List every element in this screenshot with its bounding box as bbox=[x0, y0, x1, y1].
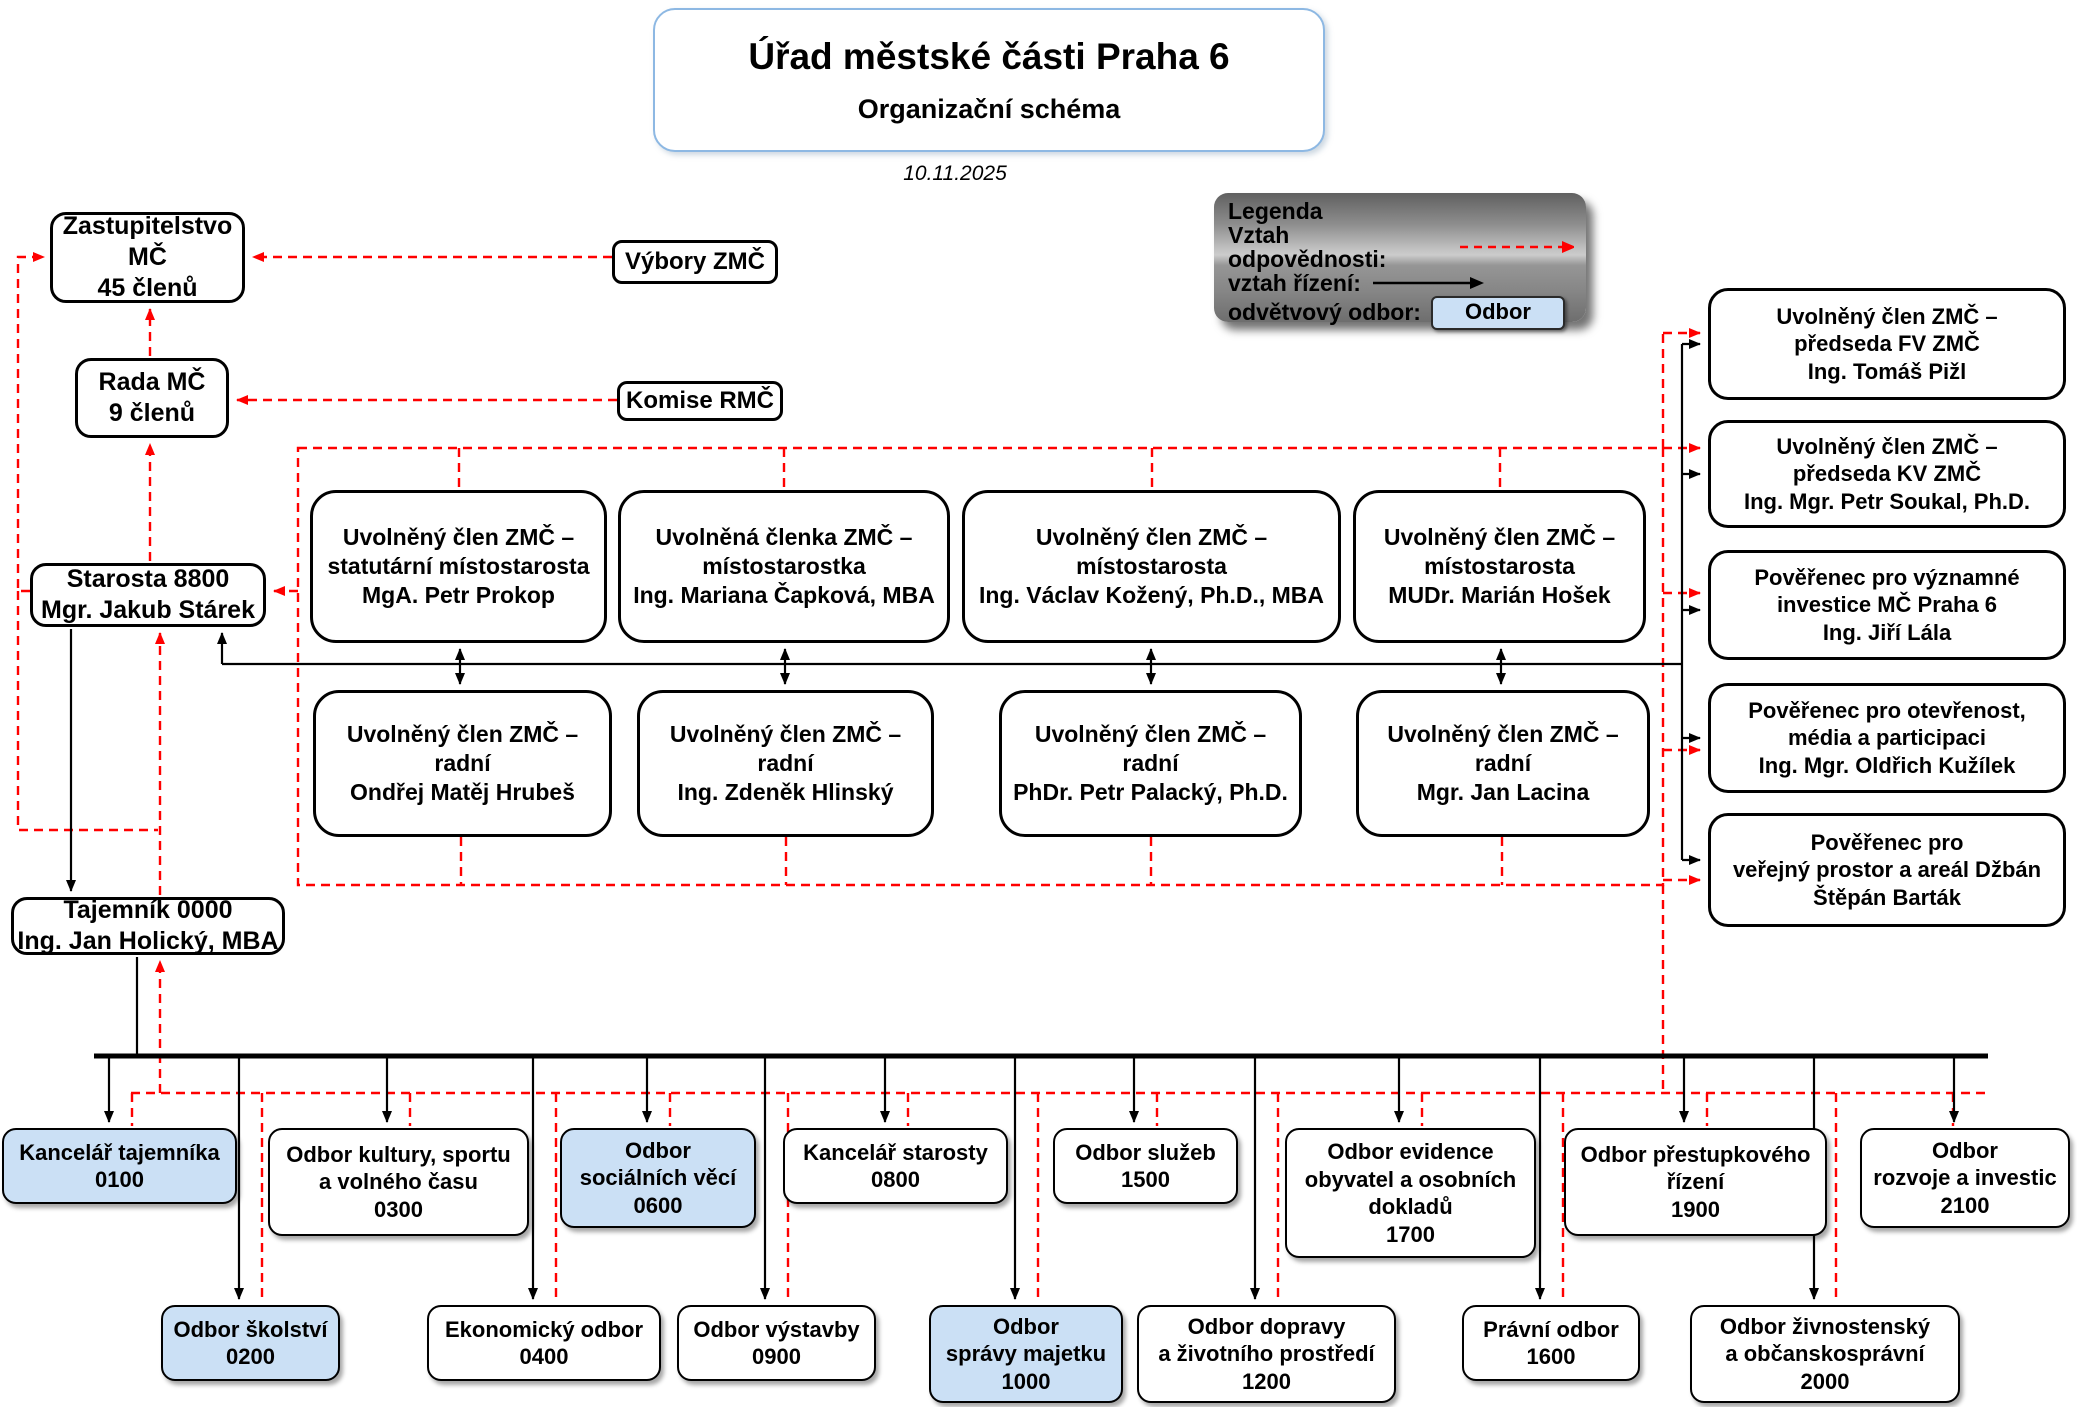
node-predseda-kv: Uvolněný člen ZMČ – předseda KV ZMČ Ing.… bbox=[1708, 420, 2066, 528]
node-dept-0600: Odbor sociálních věcí 0600 bbox=[560, 1128, 756, 1228]
page-subtitle: Organizační schéma bbox=[857, 93, 1121, 124]
node-vybory-zmc: Výbory ZMČ bbox=[612, 240, 778, 284]
node-radni-hlinsky: Uvolněný člen ZMČ – radní Ing. Zdeněk Hl… bbox=[637, 690, 934, 837]
node-dept-0100: Kancelář tajemníka 0100 bbox=[2, 1128, 237, 1204]
node-dept-0400: Ekonomický odbor 0400 bbox=[427, 1305, 661, 1381]
node-dept-1000: Odbor správy majetku 1000 bbox=[929, 1305, 1123, 1403]
node-predseda-fv: Uvolněný člen ZMČ – předseda FV ZMČ Ing.… bbox=[1708, 288, 2066, 400]
red-dashed-arrow-sample bbox=[1459, 241, 1574, 254]
node-dept-1700: Odbor evidence obyvatel a osobních dokla… bbox=[1285, 1128, 1536, 1258]
node-mistostarostka-capkova: Uvolněná členka ZMČ – místostarostka Ing… bbox=[618, 490, 950, 643]
node-starosta: Starosta 8800 Mgr. Jakub Stárek bbox=[30, 563, 266, 627]
node-radni-hrubes: Uvolněný člen ZMČ – radní Ondřej Matěj H… bbox=[313, 690, 612, 837]
node-dept-1500: Odbor služeb 1500 bbox=[1053, 1128, 1238, 1204]
page-title: Úřad městské části Praha 6 bbox=[748, 35, 1230, 77]
node-radni-lacina: Uvolněný člen ZMČ – radní Mgr. Jan Lacin… bbox=[1356, 690, 1650, 837]
node-dept-2100: Odbor rozvoje a investic 2100 bbox=[1860, 1128, 2070, 1228]
node-dept-2000: Odbor živnostenský a občanskosprávní 200… bbox=[1690, 1305, 1960, 1403]
node-dept-0300: Odbor kultury, sportu a volného času 030… bbox=[268, 1128, 529, 1236]
node-dept-0200: Odbor školství 0200 bbox=[161, 1305, 340, 1381]
node-poverenec-prostor: Pověřenec pro veřejný prostor a areál Dž… bbox=[1708, 813, 2066, 927]
node-dept-0800: Kancelář starosty 0800 bbox=[783, 1128, 1008, 1204]
legend-responsibility-label: Vztah odpovědnosti: bbox=[1228, 222, 1387, 273]
node-komise-rmc: Komise RMČ bbox=[617, 381, 783, 421]
node-poverenec-investice: Pověřenec pro významné investice MČ Prah… bbox=[1708, 550, 2066, 660]
legend-sector-label: odvětvový odbor: bbox=[1228, 299, 1421, 326]
legend-title: Legenda bbox=[1228, 198, 1323, 224]
title-box: Úřad městské části Praha 6 Organizační s… bbox=[653, 8, 1325, 152]
sector-department-sample: Odbor bbox=[1430, 295, 1565, 330]
node-mistostarosta-hosek: Uvolněný člen ZMČ – místostarosta MUDr. … bbox=[1353, 490, 1646, 643]
management-edges bbox=[66, 339, 1988, 1300]
legend: Legenda Vztah odpovědnosti: vztah řízení… bbox=[1214, 193, 1586, 330]
node-poverenec-otevrenost: Pověřenec pro otevřenost, média a partic… bbox=[1708, 683, 2066, 793]
node-tajemnik: Tajemník 0000 Ing. Jan Holický, MBA bbox=[11, 896, 285, 955]
node-rada-mc: Rada MČ 9 členů bbox=[75, 358, 229, 438]
black-arrow-sample bbox=[1372, 277, 1484, 290]
node-dept-1900: Odbor přestupkového řízení 1900 bbox=[1564, 1128, 1827, 1236]
date-label: 10.11.2025 bbox=[903, 162, 1007, 185]
node-dept-0900: Odbor výstavby 0900 bbox=[677, 1305, 876, 1381]
node-dept-1600: Právní odbor 1600 bbox=[1462, 1305, 1640, 1381]
legend-management-label: vztah řízení: bbox=[1228, 270, 1361, 297]
node-dept-1200: Odbor dopravy a životního prostředí 1200 bbox=[1137, 1305, 1396, 1403]
node-radni-palacky: Uvolněný člen ZMČ – radní PhDr. Petr Pal… bbox=[999, 690, 1302, 837]
edge-left-spine-to-zastupitelstvo bbox=[16, 252, 45, 593]
node-zastupitelstvo: Zastupitelstvo MČ 45 členů bbox=[50, 212, 245, 303]
edge-left-spine-lower bbox=[16, 591, 158, 832]
node-mistostarosta-kozeny: Uvolněný člen ZMČ – místostarosta Ing. V… bbox=[962, 490, 1341, 643]
node-mistostarosta-prokop: Uvolněný člen ZMČ – statutární místostar… bbox=[310, 490, 607, 643]
